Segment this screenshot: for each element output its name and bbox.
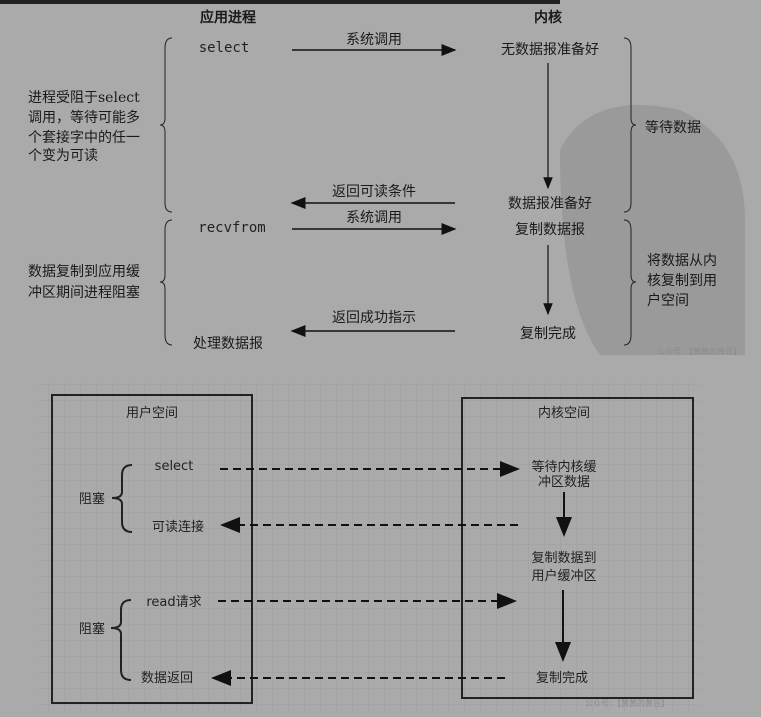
copy-to-user-line: 复制数据到 (531, 551, 596, 566)
process-label: 处理数据报 (193, 336, 263, 352)
right-brace (623, 219, 637, 346)
block-label: 阻塞 (79, 491, 105, 507)
watermark-seal (560, 105, 745, 355)
kernel-title: 内核 (534, 9, 562, 26)
left-note-line: 调用，等待可能多 (28, 109, 140, 126)
right-note-line: 将数据从内 (647, 253, 717, 269)
read-request-label: read请求 (146, 595, 201, 610)
top-diagram: 应用进程 内核 select 系统调用 无数据报准备好 返回可读条件 数据报准备… (28, 9, 741, 356)
right-brace (623, 37, 637, 213)
right-note-line: 户空间 (647, 292, 689, 309)
left-note-line: 个套接字中的任一 (28, 129, 140, 146)
select-label: select (155, 459, 194, 474)
no-data-label: 无数据报准备好 (501, 41, 599, 58)
brace (110, 599, 132, 681)
left-note-line: 数据复制到应用缓 (28, 263, 140, 280)
copy-done-label: 复制完成 (520, 325, 576, 342)
select-label: select (199, 40, 250, 56)
data-return-label: 数据返回 (141, 671, 193, 686)
bottom-diagram: 用户空间 内核空间 select 等待内核缓 冲区数据 可读连接 阻塞 复制数据… (38, 382, 700, 712)
left-note-line: 冲区期间进程阻塞 (28, 284, 140, 301)
right-note: 等待数据 (645, 119, 701, 136)
return-success-label: 返回成功指示 (332, 310, 416, 326)
wait-kernel-line: 冲区数据 (538, 475, 590, 490)
kernel-space-box (461, 397, 694, 699)
user-space-box (51, 394, 253, 704)
syscall-label: 系统调用 (346, 210, 402, 226)
copy-to-user-line: 用户缓冲区 (531, 568, 596, 584)
left-note-line: 进程受阻于select (28, 90, 140, 106)
data-ready-label: 数据报准备好 (508, 195, 592, 212)
left-note-line: 个变为可读 (28, 147, 98, 164)
copy-done-label: 复制完成 (536, 671, 588, 686)
return-readable-label: 返回可读条件 (332, 183, 416, 200)
watermark-text: 公众号：【黄黄的黄豆】 (585, 698, 669, 708)
user-space-title: 用户空间 (126, 405, 178, 421)
cropped-title (0, 0, 560, 4)
wait-kernel-line: 等待内核缓 (531, 459, 596, 475)
kernel-space-title: 内核空间 (538, 405, 590, 421)
left-brace (159, 37, 173, 213)
right-note-line: 核复制到用 (647, 272, 717, 289)
app-title: 应用进程 (200, 9, 256, 26)
readable-label: 可读连接 (152, 519, 204, 535)
brace (111, 464, 133, 533)
syscall-label: 系统调用 (346, 32, 402, 48)
recvfrom-label: recvfrom (198, 220, 265, 236)
copy-data-label: 复制数据报 (515, 221, 585, 238)
watermark-text: 公众号：【黄黄的黄豆】 (657, 346, 741, 356)
left-brace (159, 219, 173, 346)
grid-background (38, 382, 700, 712)
block-label: 阻塞 (79, 621, 105, 637)
